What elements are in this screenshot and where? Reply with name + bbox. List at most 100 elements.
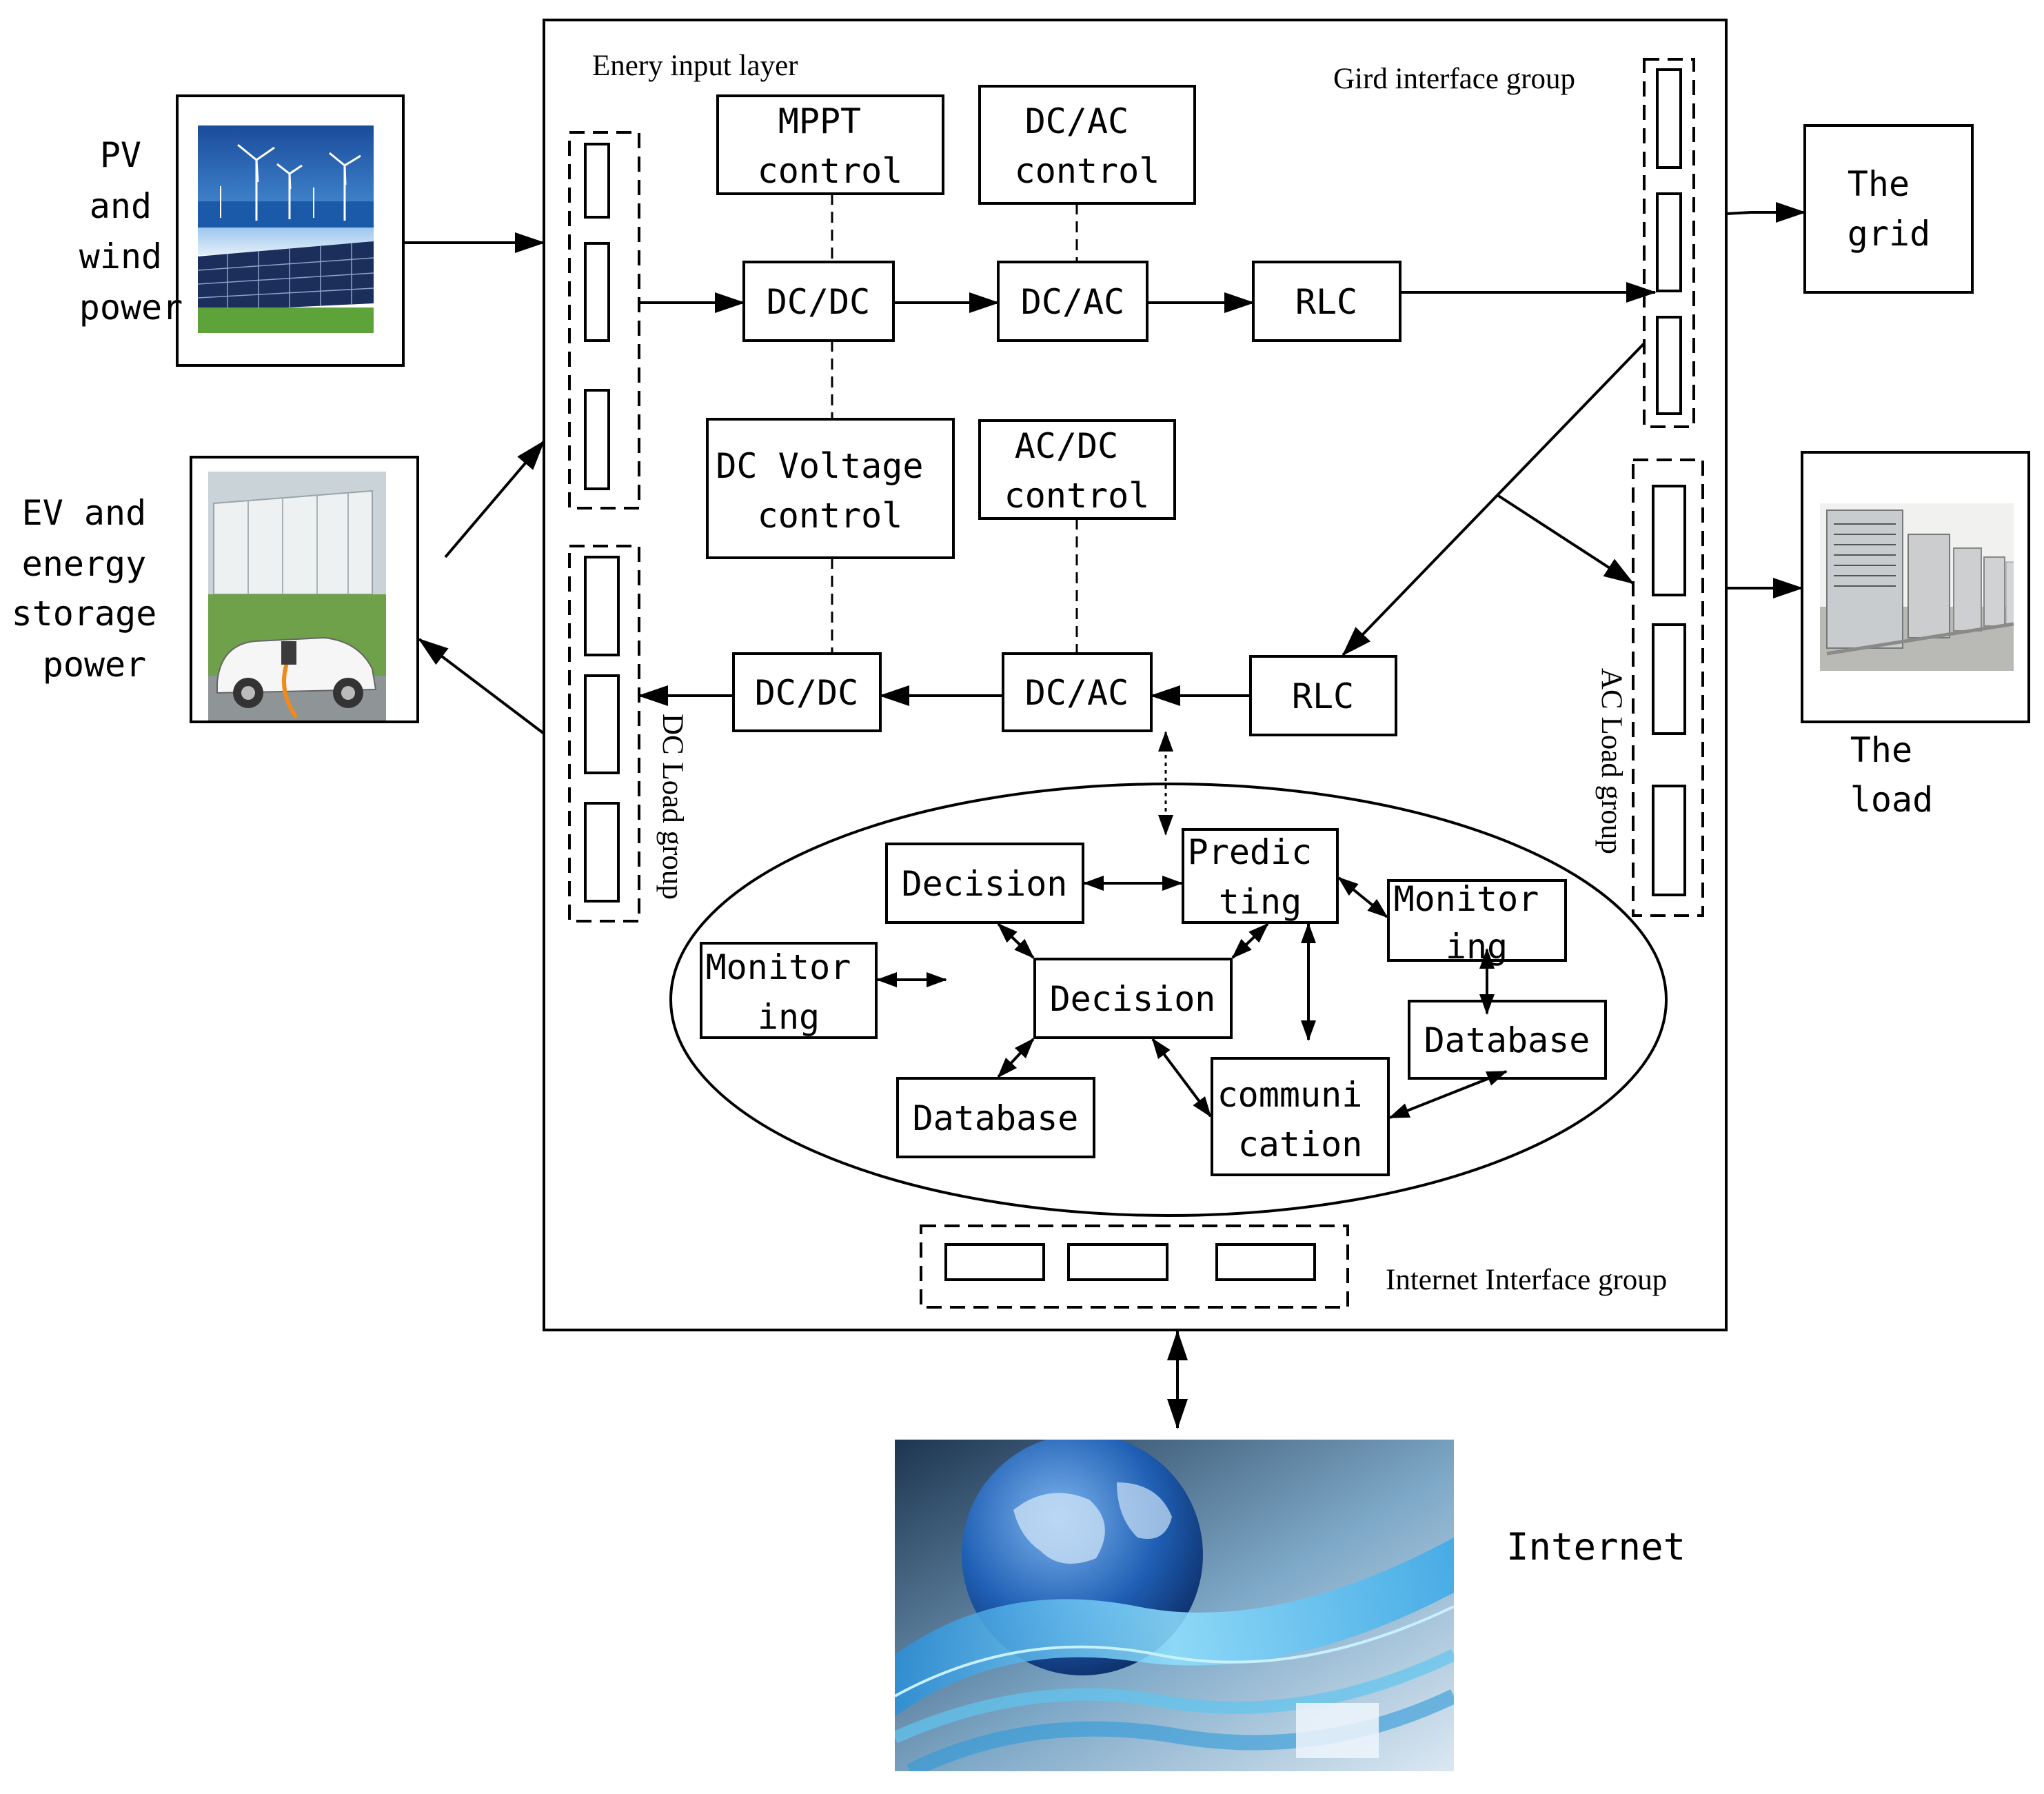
block-label: DC/AC — [1021, 282, 1125, 322]
monitoring-right-block: Monitor ing — [1387, 879, 1567, 967]
ac-load-port — [1652, 485, 1686, 596]
grid-to-rlc-arrow — [1342, 342, 1646, 656]
acdc-control-block: AC/DC control — [978, 419, 1176, 520]
block-label-line: DC/AC — [1025, 101, 1129, 141]
input-port — [584, 143, 610, 219]
to-ac-load-arrow — [1496, 494, 1635, 585]
block-label-line: AC/DC — [1015, 426, 1119, 466]
dc-load-port — [584, 556, 620, 656]
ev-output-arrow — [418, 638, 545, 735]
svg-text:Predic ting: Predic ting — [1188, 832, 1333, 922]
control-core-ellipse — [669, 783, 1668, 1217]
predicting-monitoring-link — [1337, 876, 1388, 918]
database-left-block: Database — [896, 1077, 1095, 1158]
mppt-control-block: MPPT control — [716, 94, 944, 195]
grid-label-line: The — [1848, 164, 1910, 204]
monitoring-left-block: Monitor ing — [700, 942, 878, 1039]
internet-port — [944, 1243, 1045, 1281]
block-label-line: control — [758, 496, 903, 536]
dc-load-group: DC Load group — [568, 545, 689, 923]
dc-load-port — [584, 674, 620, 774]
block-label-line: Monitor — [706, 947, 851, 987]
communication-block: communi cation — [1211, 1057, 1390, 1176]
block-label-line: Monitor — [1394, 879, 1539, 919]
grid-label-line: grid — [1848, 214, 1930, 254]
decision-center-block: Decision — [1033, 958, 1233, 1039]
internet-photo — [895, 1440, 1454, 1771]
pv-wind-label: PV and wind power — [79, 135, 183, 327]
control-core-links — [876, 876, 1508, 1119]
svg-text:communi cation: communi cation — [1217, 1075, 1384, 1165]
svg-text:DC/AC control: DC/AC control — [1015, 101, 1160, 191]
power-flows — [403, 202, 1806, 836]
svg-text:AC/DC control: AC/DC control — [1004, 426, 1150, 516]
ac-load-port — [1652, 785, 1686, 896]
load-label-line: The — [1850, 730, 1912, 770]
load-photo — [1820, 503, 2014, 671]
grid-output-frame — [1803, 124, 1974, 294]
dc-voltage-control-block: DC Voltage control — [706, 418, 955, 559]
ev-input-arrow — [444, 440, 545, 558]
svg-text:The load: The load — [1850, 730, 1933, 820]
internet-label: Internet — [1506, 1525, 1686, 1569]
pv-wind-label-line: wind — [79, 236, 162, 276]
svg-text:The grid: The grid — [1848, 164, 1930, 254]
ev-storage-label-line: power — [43, 645, 147, 685]
internet-interface-group-border — [920, 1224, 1349, 1309]
grid-port — [1656, 316, 1682, 415]
svg-text:DC Voltage control: DC Voltage control — [716, 446, 944, 536]
pv-wind-source: PV and wind power — [79, 94, 405, 367]
internet-interface-label: Internet Interface group — [1386, 1264, 1667, 1296]
input-port — [584, 242, 610, 342]
svg-text:Monitor ing: Monitor ing — [706, 947, 872, 1037]
svg-text:MPPT control: MPPT control — [758, 101, 903, 191]
block-label-line: control — [1004, 476, 1150, 516]
grid-port — [1656, 68, 1682, 169]
block-label-line: Predic — [1188, 832, 1313, 872]
predicting-block: Predic ting — [1182, 828, 1339, 924]
grid-output: The grid — [1803, 124, 1974, 294]
decision-top-block: Decision — [885, 843, 1084, 924]
block-label-line: MPPT — [778, 101, 861, 141]
block-label: DC/AC — [1025, 673, 1129, 713]
block-label-line: ting — [1219, 882, 1302, 922]
grid-interface-group-border — [1643, 58, 1695, 428]
block-label: Decision — [1050, 979, 1216, 1019]
energy-input-group — [568, 131, 640, 510]
block-label-line: ing — [1446, 927, 1508, 967]
internet-interface-group: Internet Interface group — [920, 1224, 1667, 1309]
dcac-control-block: DC/AC control — [978, 85, 1196, 205]
internet-port — [1067, 1243, 1168, 1281]
block-label-line: communi — [1217, 1075, 1363, 1115]
block-label-line: ing — [758, 997, 820, 1037]
grid-interface-group — [1643, 58, 1695, 428]
block-label: Decision — [902, 864, 1068, 904]
grid-output-arrow — [1726, 202, 1806, 223]
pv-wind-label-line: and — [90, 186, 152, 226]
decision-communication-link — [1151, 1038, 1212, 1118]
grid-port — [1656, 192, 1682, 292]
ac-load-group-border — [1632, 458, 1704, 917]
decision-decision-link — [997, 923, 1035, 959]
load-output: The load — [1801, 451, 2030, 820]
dc-load-group-border — [568, 545, 640, 923]
load-label-line: load — [1850, 780, 1933, 820]
pv-wind-label-line: power — [79, 288, 183, 327]
block-label-line: DC Voltage — [716, 446, 923, 486]
pv-wind-photo — [198, 125, 374, 333]
dcac-top-block: DC/AC — [997, 261, 1149, 342]
block-label: RLC — [1295, 282, 1357, 322]
ev-storage-photo — [208, 472, 386, 720]
database-right-block: Database — [1408, 1000, 1607, 1080]
rlc-bottom-block: RLC — [1249, 655, 1397, 736]
internet-port — [1215, 1243, 1316, 1281]
input-port — [584, 389, 610, 490]
block-label-line: cation — [1238, 1125, 1363, 1165]
svg-text:Monitor ing: Monitor ing — [1394, 879, 1560, 967]
grid-interface-label: Gird interface group — [1333, 63, 1575, 95]
block-label-line: control — [758, 151, 903, 191]
input-layer-label: Enery input layer — [592, 50, 798, 82]
ac-load-group-label: AC Load group — [1595, 668, 1628, 854]
ac-load-group: AC Load group — [1595, 458, 1704, 917]
